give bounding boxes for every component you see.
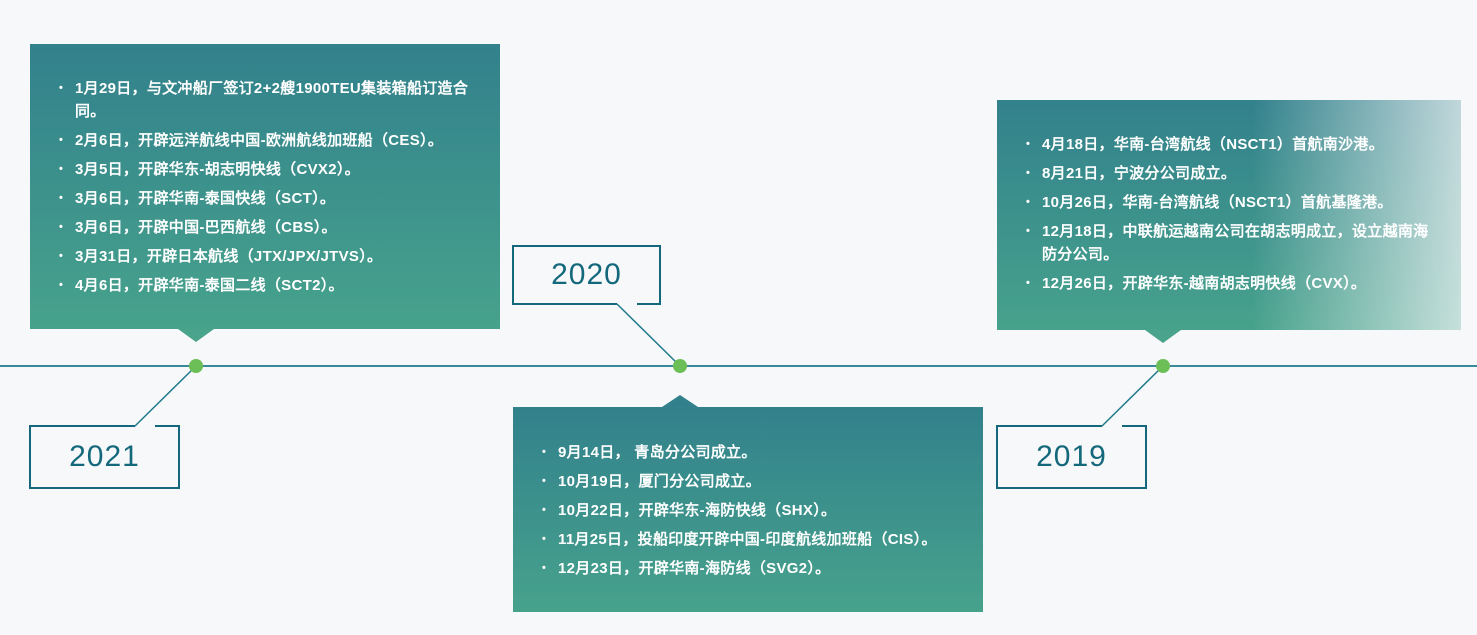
event-item: 3月5日，开辟华东-胡志明快线（CVX2）。: [57, 158, 480, 181]
year-text: 2021: [69, 440, 140, 473]
event-item: 4月6日，开辟华南-泰国二线（SCT2）。: [57, 274, 480, 297]
event-item: 10月22日，开辟华东-海防快线（SHX）。: [540, 499, 963, 522]
event-item: 10月19日，厦门分公司成立。: [540, 470, 963, 493]
year-box-border-2019: [996, 425, 1147, 489]
event-item: 10月26日，华南-台湾航线（NSCT1）首航基隆港。: [1024, 191, 1441, 214]
card-pointer-down-icon: [1145, 330, 1181, 343]
connector-2019: [1101, 365, 1164, 427]
year-label-2019: 2019: [997, 426, 1146, 488]
event-item: 3月6日，开辟中国-巴西航线（CBS）。: [57, 216, 480, 239]
timeline-dot-2021: [189, 359, 203, 373]
event-item: 12月23日，开辟华南-海防线（SVG2）。: [540, 557, 963, 580]
event-item: 12月26日，开辟华东-越南胡志明快线（CVX）。: [1024, 272, 1441, 295]
event-list-2021: 1月29日，与文冲船厂签订2+2艘1900TEU集装箱船订造合同。 2月6日，开…: [57, 77, 480, 297]
year-box-border-2021: [29, 425, 180, 489]
timeline-dot-2019: [1156, 359, 1170, 373]
event-item: 12月18日，中联航运越南公司在胡志明成立，设立越南海防分公司。: [1024, 220, 1441, 266]
card-pointer-up-icon: [662, 395, 698, 407]
year-label-2021: 2021: [30, 426, 179, 488]
event-card-2020: 9月14日， 青岛分公司成立。 10月19日，厦门分公司成立。 10月22日，开…: [513, 395, 983, 612]
event-card-2019: 4月18日，华南-台湾航线（NSCT1）首航南沙港。 8月21日，宁波分公司成立…: [997, 100, 1461, 343]
event-list-2019: 4月18日，华南-台湾航线（NSCT1）首航南沙港。 8月21日，宁波分公司成立…: [1024, 133, 1441, 295]
event-item: 11月25日，投船印度开辟中国-印度航线加班船（CIS）。: [540, 528, 963, 551]
year-text: 2019: [1036, 440, 1107, 473]
event-item: 1月29日，与文冲船厂签订2+2艘1900TEU集装箱船订造合同。: [57, 77, 480, 123]
year-box-border-2020: [512, 245, 661, 305]
event-card-2021: 1月29日，与文冲船厂签订2+2艘1900TEU集装箱船订造合同。 2月6日，开…: [30, 44, 500, 342]
event-item: 4月18日，华南-台湾航线（NSCT1）首航南沙港。: [1024, 133, 1441, 156]
event-item: 3月6日，开辟华南-泰国快线（SCT）。: [57, 187, 480, 210]
connector-2020: [616, 303, 681, 367]
timeline-dot-2020: [673, 359, 687, 373]
year-label-2020: 2020: [513, 246, 660, 304]
year-text: 2020: [551, 258, 622, 291]
event-item: 9月14日， 青岛分公司成立。: [540, 441, 963, 464]
event-item: 3月31日，开辟日本航线（JTX/JPX/JTVS）。: [57, 245, 480, 268]
event-list-2020: 9月14日， 青岛分公司成立。 10月19日，厦门分公司成立。 10月22日，开…: [540, 441, 963, 580]
event-item: 8月21日，宁波分公司成立。: [1024, 162, 1441, 185]
event-item: 2月6日，开辟远洋航线中国-欧洲航线加班船（CES）。: [57, 129, 480, 152]
connector-2021: [134, 365, 197, 427]
card-pointer-down-icon: [178, 329, 214, 342]
